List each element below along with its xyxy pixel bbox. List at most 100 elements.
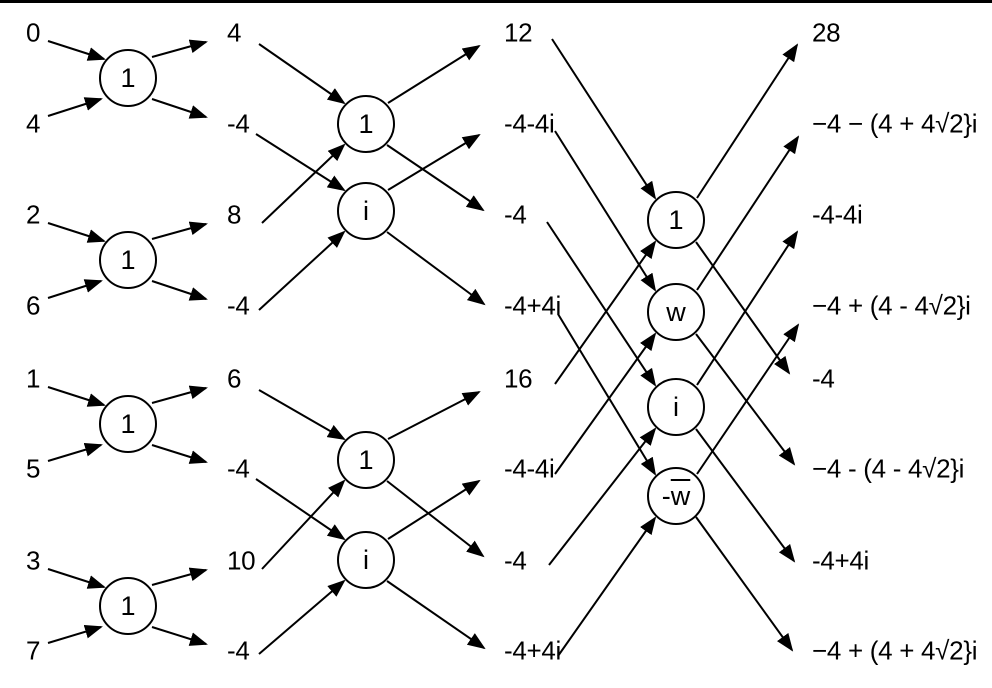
flow-arrow (151, 444, 208, 464)
node-label: i (673, 391, 679, 422)
stage2-node-1: i (337, 182, 395, 240)
flow-arrow (554, 240, 657, 385)
flow-arrow (255, 478, 346, 541)
flow-arrow (386, 480, 485, 558)
output-label-4: -4 (812, 363, 835, 394)
node-label: w (666, 296, 686, 327)
stage1-input-5: 5 (26, 453, 41, 484)
stage3-node-1: w (647, 283, 705, 341)
stage2-node-0: 1 (337, 95, 395, 153)
flow-arrow (387, 133, 481, 191)
flow-arrow (258, 230, 346, 311)
flow-arrow (695, 516, 794, 652)
flow-arrow (151, 567, 208, 586)
flow-arrow (695, 241, 791, 375)
output-label-2: -4-4i (812, 199, 863, 230)
flow-arrow (47, 97, 103, 117)
stage1-input-1: 4 (26, 108, 41, 139)
node-label: 1 (120, 62, 136, 93)
stage2-value-5: -4 (227, 453, 250, 484)
flow-arrow (695, 333, 796, 466)
flow-arrow (151, 39, 208, 58)
stage1-input-4: 1 (26, 363, 41, 394)
flow-arrow (261, 479, 346, 570)
stage2-value-6: 10 (227, 545, 256, 576)
node-label: 1 (120, 590, 136, 621)
flow-arrow (47, 624, 103, 644)
output-label-0: 28 (812, 17, 841, 48)
flow-arrow (696, 135, 800, 291)
flow-arrow (47, 442, 103, 462)
stage3-value-5: -4-4i (504, 453, 555, 484)
node-label: 1 (358, 108, 374, 139)
stage3-node-0: 1 (647, 191, 705, 249)
flow-arrow (258, 43, 346, 105)
stage2-value-1: -4 (227, 108, 250, 139)
flow-arrow (151, 221, 208, 240)
flow-arrow (696, 323, 800, 475)
stage3-node-3: -w (647, 467, 705, 525)
stage2-node-2: 1 (337, 431, 395, 489)
stage1-node-0: 1 (99, 49, 157, 107)
flow-arrow (548, 427, 657, 566)
flow-arrow (151, 280, 208, 301)
output-label-3: −4 + (4 - 4√2}i (812, 290, 971, 321)
flow-arrow (261, 143, 346, 224)
flow-arrow (151, 385, 208, 404)
flow-arrow (554, 332, 657, 475)
flow-arrow (386, 144, 485, 212)
flow-arrow (255, 133, 346, 192)
node-label: - (661, 480, 671, 511)
flow-arrow (387, 44, 481, 104)
stage1-input-2: 2 (26, 199, 41, 230)
stage3-value-2: -4 (504, 199, 527, 230)
flow-arrow (258, 389, 346, 440)
stage3-value-3: -4+4i (504, 290, 562, 321)
stage1-input-7: 7 (26, 635, 41, 666)
node-label-overline: w (670, 480, 691, 511)
flow-arrow (47, 279, 103, 299)
stage1-node-2: 1 (99, 395, 157, 453)
flow-arrow (557, 516, 657, 657)
stage3-node-2: i (647, 378, 705, 436)
output-label-1: −4 − (4 + 4√2}i (812, 108, 978, 139)
flow-arrow (151, 626, 208, 646)
flow-arrow (386, 580, 486, 650)
node-label: i (363, 544, 369, 575)
flow-arrow (695, 428, 796, 563)
flow-arrow (386, 231, 486, 306)
flow-arrow (258, 579, 346, 655)
top-border-line (0, 0, 992, 3)
node-label: i (363, 195, 369, 226)
flow-arrow (696, 43, 799, 199)
node-label: 1 (358, 444, 374, 475)
stage1-node-1: 1 (99, 231, 157, 289)
stage2-value-2: 8 (227, 199, 242, 230)
stage2-node-3: i (337, 531, 395, 589)
flow-arrow (151, 98, 208, 119)
flow-arrow (387, 479, 481, 540)
stage3-value-1: -4-4i (504, 108, 555, 139)
stage2-value-0: 4 (227, 17, 242, 48)
stage2-value-3: -4 (227, 290, 250, 321)
stage3-value-6: -4 (504, 545, 527, 576)
stage3-value-4: 16 (504, 363, 533, 394)
node-label: 1 (120, 244, 136, 275)
flow-arrow (557, 313, 657, 476)
flow-arrow (47, 222, 106, 243)
flow-arrow (554, 130, 657, 292)
flow-arrow (47, 568, 106, 589)
flow-arrow (551, 38, 657, 200)
flow-arrow (696, 230, 799, 386)
output-label-5: −4 - (4 - 4√2}i (812, 453, 965, 484)
stage1-input-3: 6 (26, 290, 41, 321)
stage1-input-0: 0 (26, 17, 41, 48)
stage3-value-7: -4+4i (504, 635, 562, 666)
flow-arrow (47, 386, 106, 407)
output-label-6: -4+4i (812, 545, 870, 576)
node-label: 1 (668, 204, 684, 235)
stage2-value-4: 6 (227, 363, 242, 394)
flow-arrow (546, 221, 657, 387)
flow-arrow (47, 40, 106, 61)
